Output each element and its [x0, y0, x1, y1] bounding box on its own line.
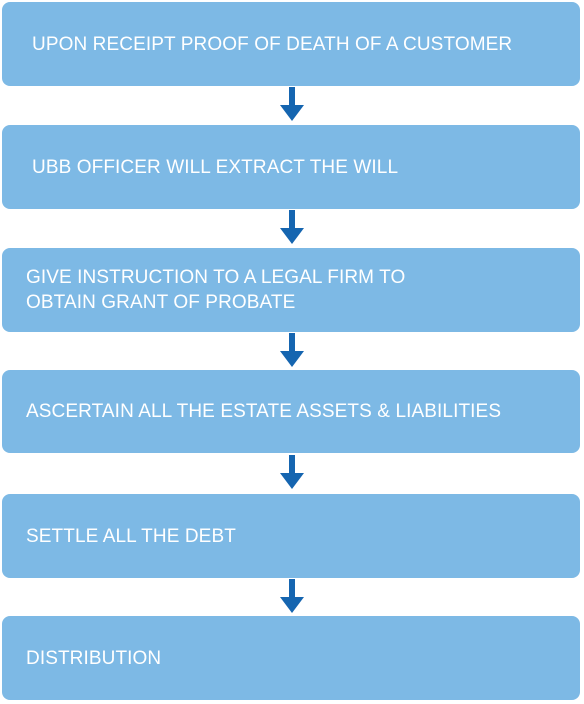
- step-box-instruct-legal-firm: GIVE INSTRUCTION TO A LEGAL FIRM TO OBTA…: [2, 248, 580, 332]
- step-label: GIVE INSTRUCTION TO A LEGAL FIRM TO OBTA…: [26, 267, 406, 313]
- step-box-extract-will: UBB OFFICER WILL EXTRACT THE WILL: [2, 125, 580, 209]
- arrow-down-icon: [280, 455, 304, 489]
- arrow-down-icon: [280, 87, 304, 121]
- step-box-receipt-proof-of-death: UPON RECEIPT PROOF OF DEATH OF A CUSTOME…: [2, 2, 580, 86]
- step-box-settle-debt: SETTLE ALL THE DEBT: [2, 494, 580, 578]
- step-label: SETTLE ALL THE DEBT: [26, 525, 236, 547]
- step-box-ascertain-assets: ASCERTAIN ALL THE ESTATE ASSETS & LIABIL…: [2, 370, 580, 453]
- step-label: UPON RECEIPT PROOF OF DEATH OF A CUSTOME…: [32, 33, 513, 55]
- step-label: ASCERTAIN ALL THE ESTATE ASSETS & LIABIL…: [26, 401, 502, 422]
- step-label: UBB OFFICER WILL EXTRACT THE WILL: [32, 156, 399, 178]
- step-label: DISTRIBUTION: [26, 647, 162, 669]
- arrow-down-icon: [280, 579, 304, 613]
- arrow-down-icon: [280, 333, 304, 367]
- arrow-down-icon: [280, 210, 304, 244]
- step-box-distribution: DISTRIBUTION: [2, 616, 580, 700]
